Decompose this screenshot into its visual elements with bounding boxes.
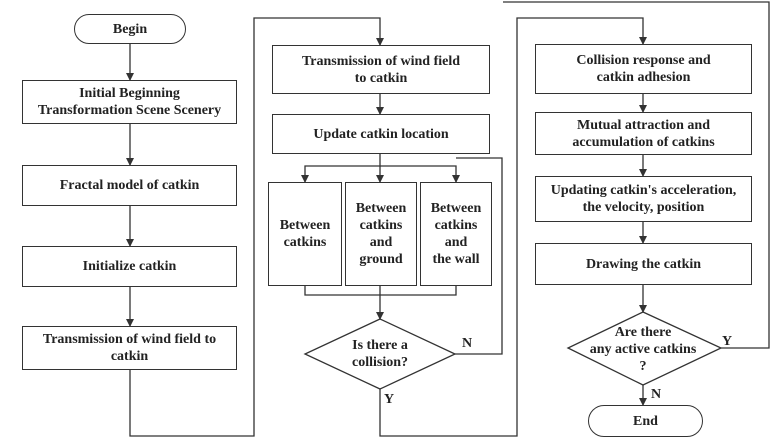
collision-decision-label: Is there a collision?: [351, 338, 408, 370]
active-decision-shape: [566, 311, 723, 386]
init-scene-node: Initial Beginning Transformation Scene S…: [22, 80, 237, 124]
active-decision-label: Are there any active catkins ?: [589, 324, 697, 374]
fractal-model-node: Fractal model of catkin: [22, 165, 237, 206]
between-catkins-node: Between catkins: [268, 182, 342, 286]
edge-update-split: [301, 154, 381, 183]
update-location-node: Update catkin location: [272, 114, 490, 154]
edge-collision-no: [455, 157, 503, 355]
active-yes-label: Y: [722, 334, 733, 349]
edge-wind-to-mid: [129, 17, 384, 437]
drawing-catkin-node: Drawing the catkin: [535, 243, 752, 285]
active-no-label: N: [651, 387, 662, 402]
edge-split-wall: [380, 165, 460, 183]
begin-node: Begin: [74, 14, 186, 44]
collision-response-node: Collision response and catkin adhesion: [535, 44, 752, 94]
initialize-catkin-node: Initialize catkin: [22, 246, 237, 287]
between-ground-node: Between catkins and ground: [345, 182, 417, 286]
updating-acceleration-node: Updating catkin's acceleration, the velo…: [535, 176, 752, 222]
mutual-attraction-node: Mutual attraction and accumulation of ca…: [535, 112, 752, 155]
wind-field-mid-node: Transmission of wind field to catkin: [272, 45, 490, 94]
collision-no-label: N: [462, 336, 473, 351]
edge-active-yes: [503, 1, 770, 349]
wind-field-left-node: Transmission of wind field to catkin: [22, 326, 237, 370]
edge-collision-yes: [379, 17, 647, 437]
between-wall-node: Between catkins and the wall: [420, 182, 492, 286]
collision-decision-shape: [303, 318, 457, 390]
collision-yes-label: Y: [384, 392, 395, 407]
end-node: End: [588, 405, 703, 437]
